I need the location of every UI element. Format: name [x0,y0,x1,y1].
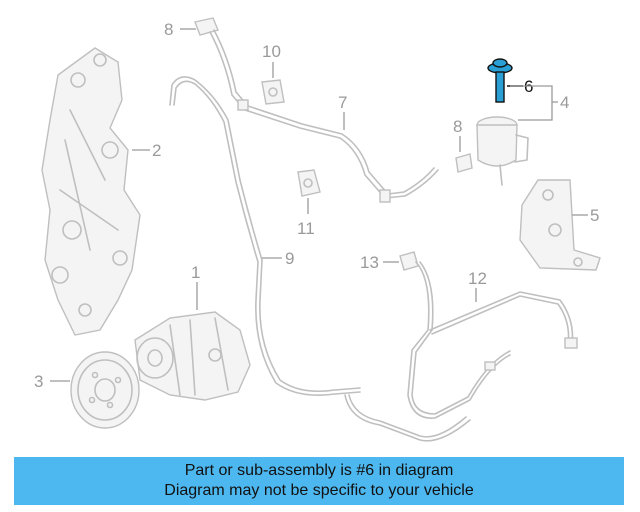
callout-8-right: 8 [453,117,462,136]
callout-8-top: 8 [164,20,173,39]
part-10-fitting [261,79,285,105]
part-6-highlighted [487,58,513,103]
callout-1: 1 [191,263,200,282]
callout-3: 3 [34,372,43,391]
part-7-line [209,31,439,199]
part-5-bracket [519,179,601,271]
callout-9: 9 [285,249,294,268]
callout-10: 10 [262,42,281,61]
part-3-pulley [70,351,140,429]
part-9-line [169,76,361,393]
callout-7: 7 [338,93,347,112]
part-4-reservoir [476,116,529,186]
info-banner: Part or sub-assembly is #6 in diagram Di… [14,457,624,505]
part-2-bracket [41,47,141,336]
callout-12: 12 [468,269,487,288]
part-8-clamp-top [194,17,219,36]
banner-line-2: Diagram may not be specific to your vehi… [164,482,474,499]
part-1-pump [134,311,251,401]
part-11-fitting [297,169,321,197]
part-8-clamp-right [455,153,473,173]
part-12-line [407,261,574,419]
part-13-clamp [399,251,419,271]
callout-13: 13 [360,253,379,272]
callout-5: 5 [590,206,599,225]
banner-line-1: Part or sub-assembly is #6 in diagram [184,462,454,479]
callout-2: 2 [152,141,161,160]
callout-11: 11 [297,219,315,238]
callout-4: 4 [560,93,569,112]
